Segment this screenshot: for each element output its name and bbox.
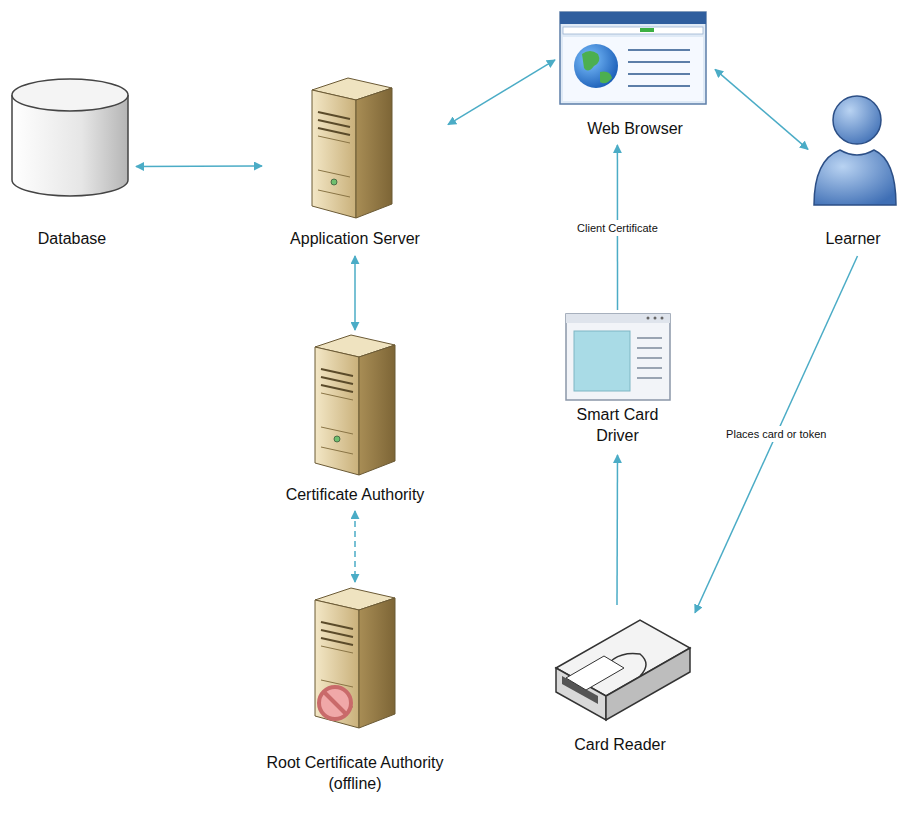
node-label: Card Reader [550, 734, 690, 755]
connector-arrow [354, 511, 356, 582]
node-label: Database [12, 228, 132, 249]
connector-arrow [354, 256, 356, 330]
browser-icon [560, 12, 706, 104]
node-label: Learner [811, 228, 895, 249]
node-label: Certificate Authority [255, 484, 455, 505]
node-label: Web Browser [560, 118, 710, 139]
edge-label: Client Certificate [574, 220, 661, 236]
node-label: Root Certificate Authority (offline) [245, 752, 465, 794]
connector-arrow [695, 256, 858, 613]
node-label: Application Server [265, 228, 445, 249]
icon-node: Smart Card Driver [560, 310, 675, 455]
connector-arrow [448, 60, 555, 125]
connector-arrow [616, 455, 618, 605]
connector-arrow [715, 69, 808, 149]
node-label: Smart Card Driver [566, 404, 670, 446]
icon-node: Certificate Authority [250, 330, 460, 511]
card-reader-icon [556, 620, 690, 720]
icon-node: Database [8, 78, 136, 255]
server-icon [312, 78, 392, 218]
database-icon [12, 79, 128, 196]
icon-node: Card Reader [545, 605, 695, 761]
connector-arrow [136, 165, 262, 167]
icon-node: Application Server [262, 76, 448, 256]
icon-node: Root Certificate Authority (offline) [228, 582, 482, 810]
server-icon [315, 335, 395, 475]
offline-symbol [319, 687, 351, 719]
icon-node: Web Browser [555, 10, 715, 145]
icon-node: Learner [808, 84, 898, 256]
window-icon [566, 314, 670, 400]
person-icon [814, 96, 896, 205]
edge-label: Places card or token [723, 426, 829, 442]
server-icon [315, 588, 395, 728]
